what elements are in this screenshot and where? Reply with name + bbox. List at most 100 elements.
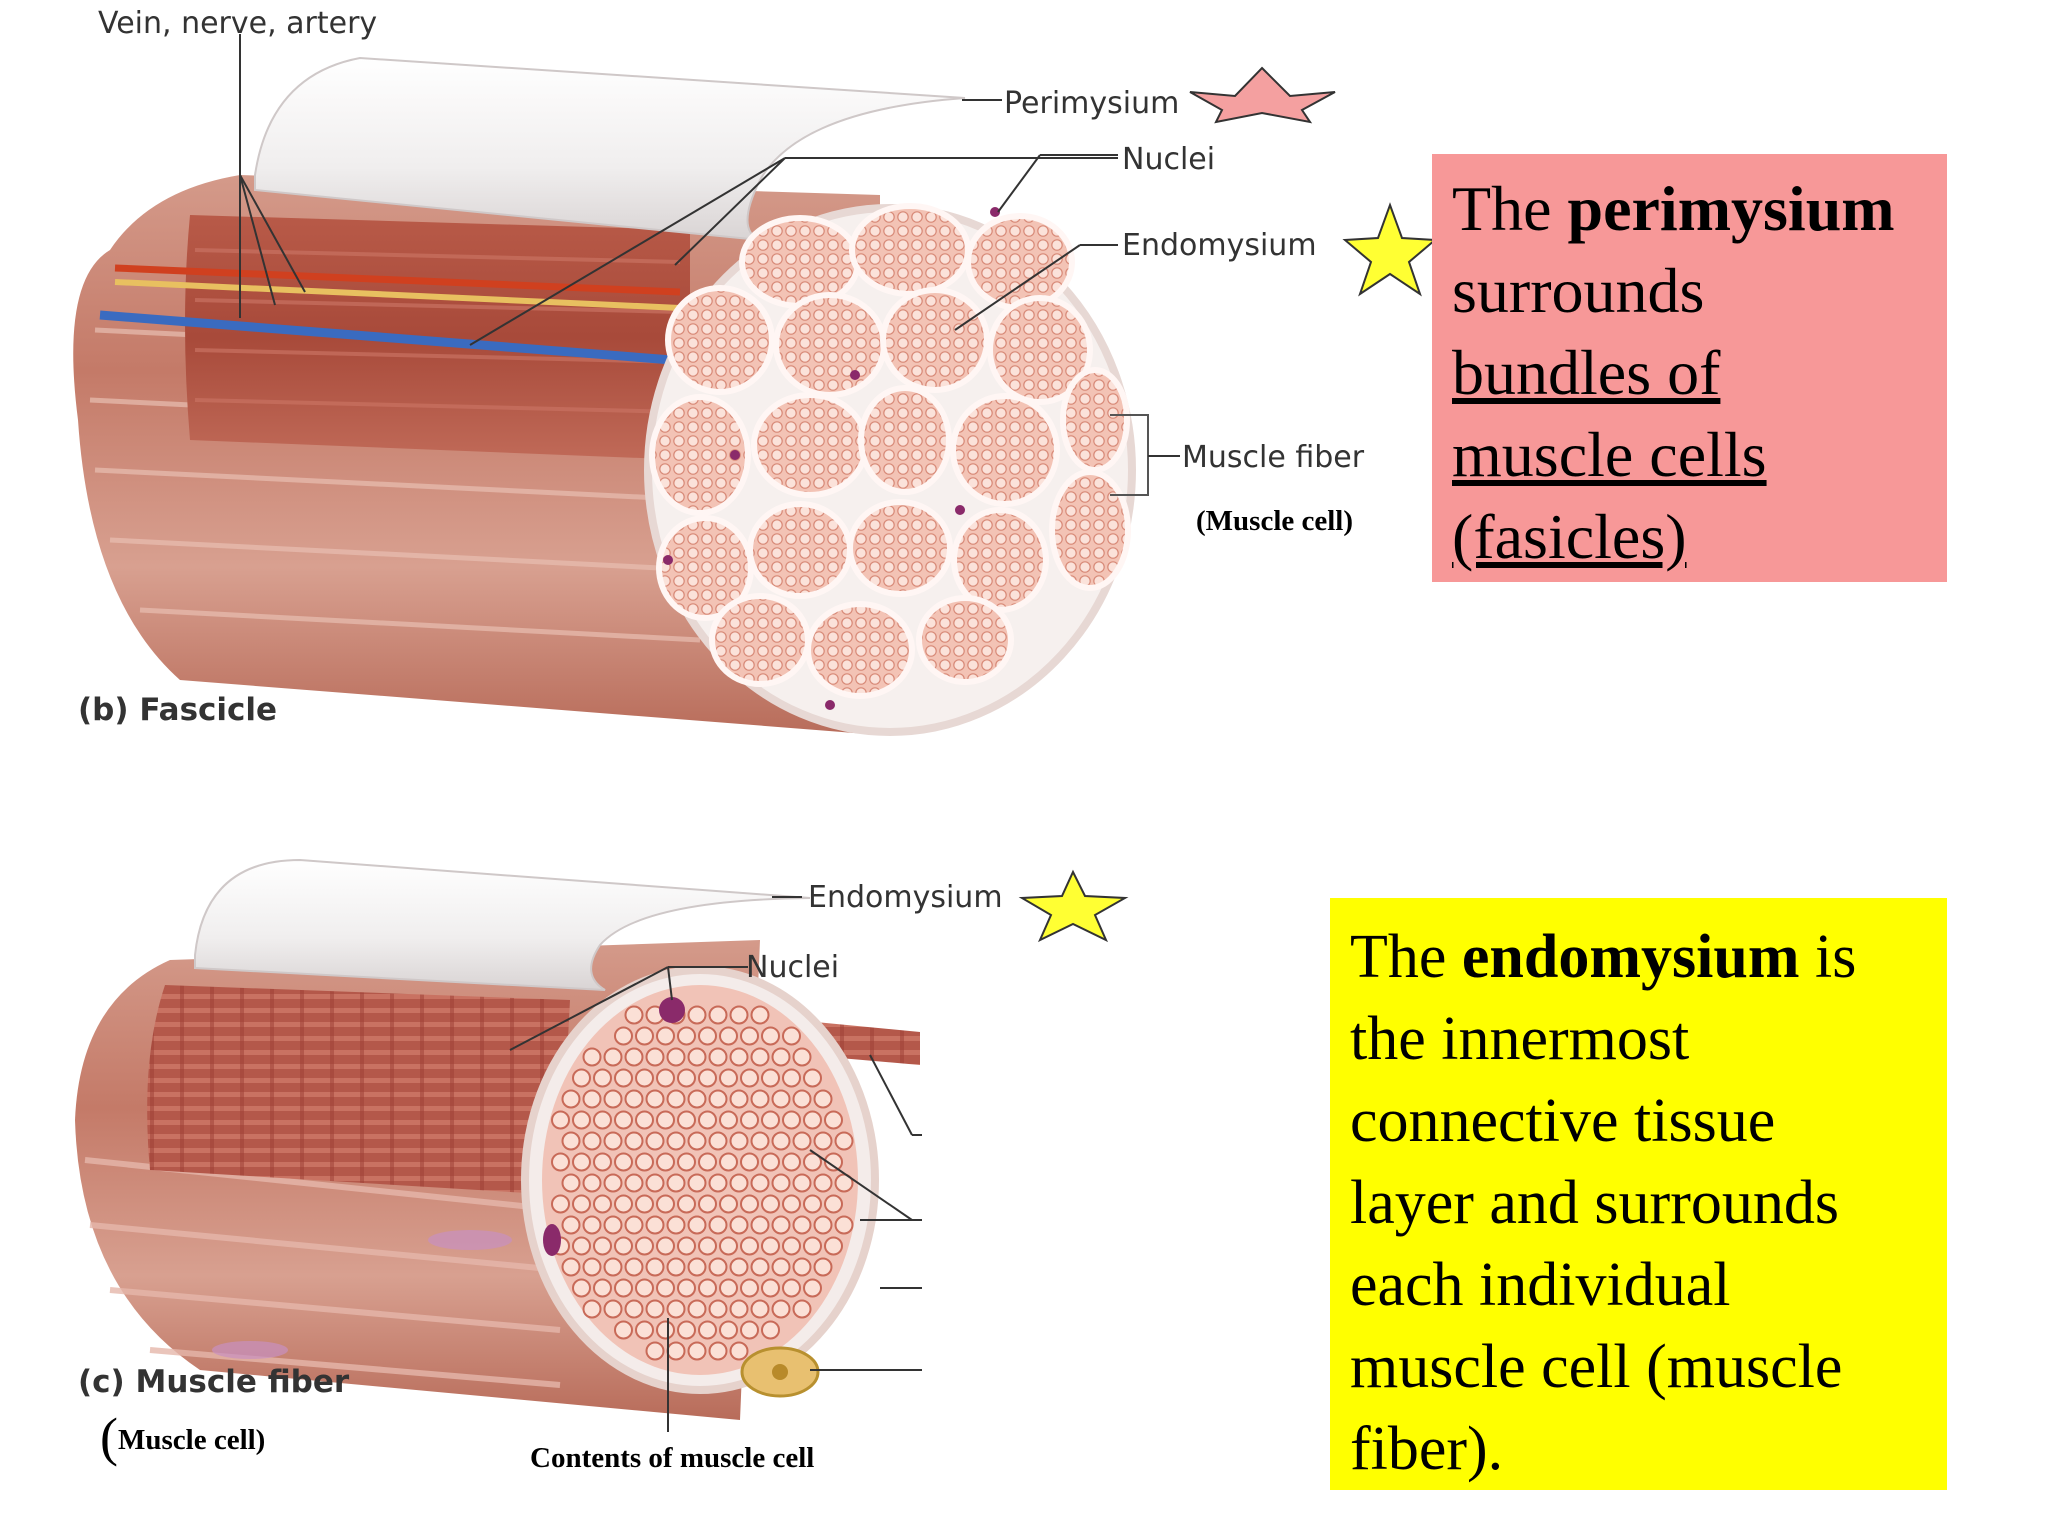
myofibril (551, 1110, 570, 1130)
caption-muscle-cell-text: Muscle cell) (117, 1424, 266, 1456)
myofibril (666, 1131, 686, 1151)
myofibril (803, 1068, 822, 1088)
endo-bold: endomysium (1461, 923, 1800, 991)
myofibril (729, 1047, 749, 1067)
myofibril (561, 1215, 581, 1235)
myofibril (761, 1278, 780, 1298)
myofibril (572, 1110, 591, 1130)
myofibril (561, 1089, 581, 1109)
myofibril (771, 1173, 791, 1193)
myofibril (635, 1194, 654, 1214)
myofibril (771, 1257, 791, 1277)
myofibril (582, 1215, 602, 1235)
yellow-star-icon-top (1342, 202, 1438, 297)
myofibril (834, 1215, 854, 1235)
myofibril (614, 1026, 633, 1046)
myofibril (614, 1110, 633, 1130)
myofibril (782, 1110, 801, 1130)
endo-line2: the innermost (1350, 1005, 1690, 1073)
myofibril (803, 1152, 822, 1172)
myofibril (677, 1068, 696, 1088)
myofibril (761, 1068, 780, 1088)
myofibril (729, 1131, 749, 1151)
myofibril (614, 1194, 633, 1214)
yellow-star-icon-bottom (1018, 869, 1129, 943)
myofibril (698, 1152, 717, 1172)
label-contents-muscle-cell: Contents of muscle cell (530, 1442, 815, 1474)
myofibril (603, 1299, 623, 1319)
myofibril (624, 1257, 644, 1277)
myofibril (729, 1257, 749, 1277)
myofibril (792, 1131, 812, 1151)
endo-line4: layer and surrounds (1350, 1169, 1839, 1237)
myofibril (750, 1257, 770, 1277)
myofibril (603, 1215, 623, 1235)
myofibril (803, 1236, 822, 1256)
caption-muscle-fiber: (c) Muscle fiber (78, 1364, 350, 1400)
myofibril (708, 1047, 728, 1067)
myofibril (582, 1257, 602, 1277)
endo-line5: each individual (1350, 1251, 1731, 1319)
myofibril (677, 1320, 696, 1340)
myofibril (582, 1089, 602, 1109)
myofibril (750, 1299, 770, 1319)
myofibril (687, 1173, 707, 1193)
myofibril (635, 1320, 654, 1340)
myofibril (750, 1215, 770, 1235)
myofibril (813, 1089, 833, 1109)
vein (99, 310, 673, 365)
myofibril (614, 1236, 633, 1256)
myofibril (645, 1341, 665, 1361)
myofibril (719, 1194, 738, 1214)
myofibril (824, 1152, 843, 1172)
myofibril (624, 1131, 644, 1151)
myofibril (824, 1194, 843, 1214)
myofibril (687, 1215, 707, 1235)
myofibril (761, 1026, 780, 1046)
myofibril (698, 1110, 717, 1130)
myofibril (761, 1320, 780, 1340)
myofibril (603, 1047, 623, 1067)
myofibril (750, 1047, 770, 1067)
myofibril (645, 1131, 665, 1151)
myofibril (666, 1215, 686, 1235)
peri-bold: perimysium (1567, 173, 1895, 244)
pink-star-icon (1189, 66, 1336, 124)
endomysium-sheath (194, 858, 811, 991)
fascicle-bundles (649, 203, 1131, 699)
myofibril (656, 1152, 675, 1172)
fascicle-nuclei (663, 207, 1000, 710)
myofibril (635, 1026, 654, 1046)
myofibril (782, 1026, 801, 1046)
myofibril (645, 1215, 665, 1235)
myofibril (614, 1278, 633, 1298)
myofibril (782, 1068, 801, 1088)
myofibril (740, 1068, 759, 1088)
myofibril (792, 1299, 812, 1319)
myofibrils-exposed (147, 985, 570, 1195)
myofibril (740, 1236, 759, 1256)
myofibril (687, 1131, 707, 1151)
myofibril (729, 1173, 749, 1193)
myofibril (572, 1152, 591, 1172)
myofibril (698, 1278, 717, 1298)
myofibril (803, 1278, 822, 1298)
myofibril (666, 1257, 686, 1277)
myofibril (750, 1005, 770, 1025)
myofibril (813, 1215, 833, 1235)
endo-pre: The (1350, 923, 1462, 991)
myofibril (824, 1236, 843, 1256)
myofibril (677, 1110, 696, 1130)
myofibril (708, 1215, 728, 1235)
myofibril (750, 1089, 770, 1109)
endo-line7: fiber). (1350, 1415, 1504, 1483)
myofibril (656, 1278, 675, 1298)
myofibril (782, 1152, 801, 1172)
myofibril (750, 1173, 770, 1193)
myofibril-grid (551, 1005, 854, 1361)
myofibril (561, 1131, 581, 1151)
myofibril (677, 1278, 696, 1298)
peri-line2: surrounds (1452, 255, 1705, 326)
myofibril (656, 1194, 675, 1214)
myofibril (782, 1236, 801, 1256)
